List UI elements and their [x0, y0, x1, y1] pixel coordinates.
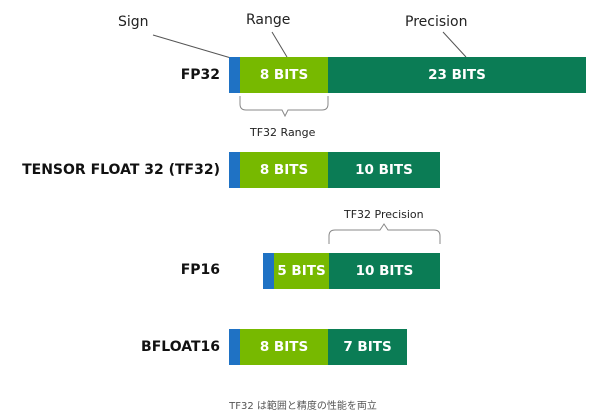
sign-pointer-line: [152, 34, 232, 59]
bitfield-bfloat16: 8 BITS 7 BITS: [229, 329, 407, 365]
precision-bits-label: 7 BITS: [343, 339, 392, 355]
sign-bit-segment: [229, 57, 240, 93]
format-label-tf32: TENSOR FLOAT 32 (TF32): [22, 162, 220, 178]
sign-header: Sign: [118, 14, 149, 30]
tf32-range-bracket: [239, 96, 329, 118]
range-bits-label: 8 BITS: [259, 67, 309, 83]
range-bits-label: 5 BITS: [277, 263, 326, 279]
range-pointer-line: [271, 31, 288, 58]
precision-pointer-line: [442, 31, 467, 58]
precision-bits-label: 23 BITS: [428, 67, 486, 83]
range-segment: 8 BITS: [240, 57, 328, 93]
bitfield-fp32: 8 BITS 23 BITS: [229, 57, 586, 93]
figure-caption: TF32 は範囲と精度の性能を両立: [229, 401, 377, 412]
precision-segment: 7 BITS: [328, 329, 407, 365]
precision-segment: 10 BITS: [328, 152, 440, 188]
tf32-precision-bracket: [328, 223, 441, 244]
sign-bit-segment: [263, 253, 274, 289]
range-segment: 5 BITS: [274, 253, 329, 289]
range-segment: 8 BITS: [240, 329, 328, 365]
format-label-fp32: FP32: [180, 67, 220, 83]
precision-segment: 10 BITS: [329, 253, 440, 289]
tf32-precision-label: TF32 Precision: [344, 208, 424, 221]
precision-header: Precision: [405, 14, 468, 30]
precision-segment: 23 BITS: [328, 57, 586, 93]
range-header: Range: [246, 12, 291, 28]
range-bits-label: 8 BITS: [259, 162, 309, 178]
bitfield-tf32: 8 BITS 10 BITS: [229, 152, 440, 188]
bitfield-fp16: 5 BITS 10 BITS: [263, 253, 440, 289]
sign-bit-segment: [229, 152, 240, 188]
sign-bit-segment: [229, 329, 240, 365]
precision-bits-label: 10 BITS: [355, 162, 413, 178]
range-segment: 8 BITS: [240, 152, 328, 188]
tf32-range-label: TF32 Range: [250, 126, 316, 139]
precision-bits-label: 10 BITS: [355, 263, 414, 279]
range-bits-label: 8 BITS: [259, 339, 309, 355]
format-label-fp16: FP16: [180, 262, 220, 278]
format-label-bfloat16: BFLOAT16: [141, 339, 220, 355]
